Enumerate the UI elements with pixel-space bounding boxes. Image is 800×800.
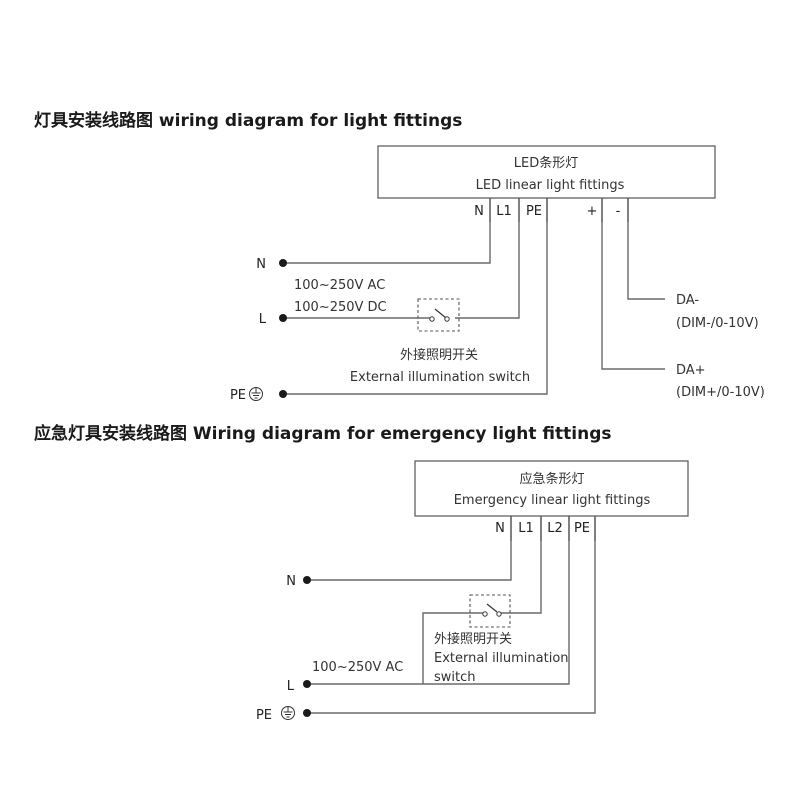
input-label-n: N — [286, 574, 296, 589]
terminal-dot-l — [279, 314, 287, 322]
wire-pe — [283, 198, 548, 395]
wire-switch-return — [422, 612, 484, 684]
input-label-l: L — [287, 679, 295, 694]
terminal-pe: PE — [574, 521, 590, 536]
terminal-strip: N L1 L2 PE — [495, 521, 590, 536]
device-box — [414, 460, 689, 517]
terminal-l2: L2 — [547, 521, 563, 536]
terminal-pe: PE — [526, 204, 542, 219]
switch-label-en: External illumination switch — [350, 370, 530, 385]
switch-label-en-line1: External illumination — [434, 651, 569, 666]
switch-icon — [469, 594, 511, 628]
ground-icon — [249, 387, 263, 401]
input-label-n: N — [256, 257, 266, 272]
wire-n — [307, 516, 512, 581]
terminal-plus: + — [587, 204, 598, 219]
terminal-dot-n — [279, 259, 287, 267]
switch-label-en-line2: switch — [434, 670, 476, 685]
dim-plus-desc: (DIM+/0-10V) — [676, 385, 765, 400]
voltage-ac: 100~250V AC — [312, 660, 403, 675]
switch-icon — [417, 298, 460, 332]
terminal-l1: L1 — [496, 204, 512, 219]
terminal-dot-pe — [279, 390, 287, 398]
device-name-cn: LED条形灯 — [514, 155, 578, 171]
device-name-cn: 应急条形灯 — [519, 471, 584, 487]
input-label-pe: PE — [256, 708, 272, 723]
wire-pe — [307, 516, 596, 714]
input-label-pe: PE — [230, 388, 246, 403]
device-name-en: LED linear light fittings — [476, 178, 625, 193]
terminal-strip: N L1 PE + - — [474, 204, 621, 219]
wire-l1 — [500, 516, 542, 614]
wire-l — [307, 516, 570, 685]
diagram-emergency: 应急灯具安装线路图 Wiring diagram for emergency l… — [34, 423, 689, 723]
switch-label-cn: 外接照明开关 — [434, 631, 512, 647]
device-name-en: Emergency linear light fittings — [454, 493, 651, 508]
diagram-standard: 灯具安装线路图 wiring diagram for light fitting… — [34, 110, 765, 403]
terminal-n: N — [474, 204, 484, 219]
terminal-dot-l — [303, 680, 311, 688]
dim-minus-desc: (DIM-/0-10V) — [676, 316, 759, 331]
diagram-title: 灯具安装线路图 wiring diagram for light fitting… — [34, 110, 462, 131]
input-label-l: L — [259, 312, 267, 327]
wire-l1 — [455, 198, 520, 319]
terminal-l1: L1 — [518, 521, 534, 536]
device-box — [377, 145, 716, 199]
terminal-n: N — [495, 521, 505, 536]
ground-icon — [281, 706, 295, 720]
dim-minus-label: DA- — [676, 293, 699, 308]
switch-label-cn: 外接照明开关 — [400, 347, 478, 363]
wire-n — [283, 198, 491, 264]
wire-dim-minus — [627, 198, 665, 300]
diagram-title: 应急灯具安装线路图 Wiring diagram for emergency l… — [34, 423, 611, 444]
voltage-dc: 100~250V DC — [294, 300, 387, 315]
terminal-dot-pe — [303, 709, 311, 717]
voltage-ac: 100~250V AC — [294, 278, 385, 293]
terminal-minus: - — [616, 204, 621, 219]
dim-plus-label: DA+ — [676, 363, 706, 378]
wire-dim-plus — [601, 198, 665, 370]
terminal-dot-n — [303, 576, 311, 584]
